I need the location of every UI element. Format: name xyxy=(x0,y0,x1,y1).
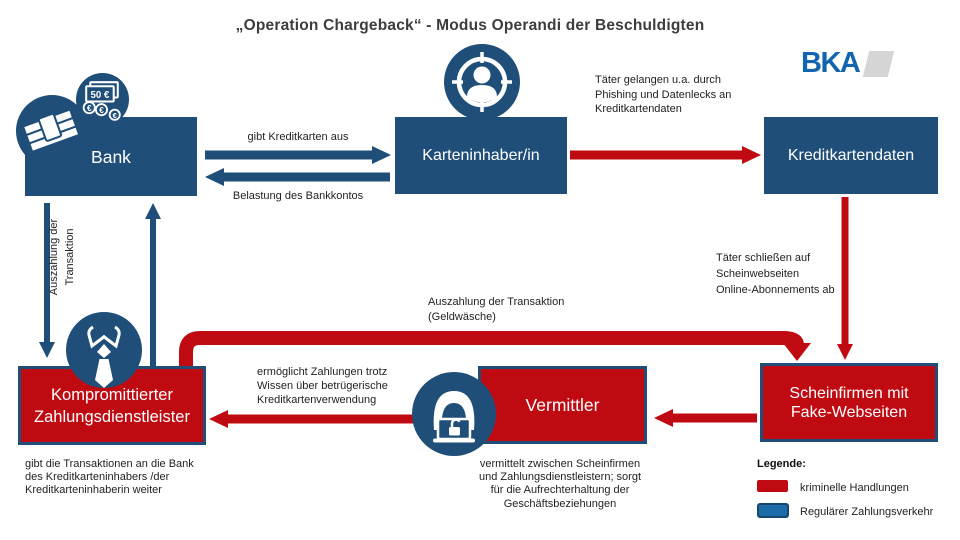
label-payout-laundering: Auszahlung der Transaktion (Geldwäsche) xyxy=(428,295,564,324)
euro-banknote-icon: 50 € € € € xyxy=(76,73,129,126)
hacker-laptop-icon xyxy=(412,372,496,456)
label-phishing-line2: Phishing und Datenlecks an xyxy=(595,88,732,101)
arrow-cardholder-to-bank xyxy=(205,168,390,186)
note-intermediary-line4: Geschäftsbeziehungen xyxy=(503,497,617,510)
target-person-icon xyxy=(444,44,520,120)
legend-label-regular: Regulärer Zahlungsverkehr xyxy=(800,506,934,518)
node-shell-companies: Scheinfirmen mit Fake-Webseiten xyxy=(760,363,938,442)
label-enables-line2: Wissen über betrügerische xyxy=(257,379,388,392)
label-subscriptions: Täter schließen auf Scheinwebseiten Onli… xyxy=(716,250,835,298)
legend-title: Legende: xyxy=(757,458,806,470)
label-account-debit: Belastung des Bankkontos xyxy=(232,190,364,202)
node-cardholder-label: Karteninhaber/in xyxy=(422,146,540,164)
node-cardholder: Karteninhaber/in xyxy=(395,117,567,194)
node-payment-provider-label-1: Kompromittierter xyxy=(51,385,173,404)
euro-coin-symbol: € xyxy=(99,106,104,115)
node-creditcard-data: Kreditkartendaten xyxy=(764,117,938,194)
arrow-carddata-to-shell xyxy=(837,197,853,360)
label-subscriptions-line2: Scheinwebseiten xyxy=(716,268,800,280)
node-intermediary: Vermittler xyxy=(478,366,647,444)
node-shell-companies-label-2: Fake-Webseiten xyxy=(790,403,908,421)
node-intermediary-label: Vermittler xyxy=(525,395,600,415)
node-shell-companies-label-1: Scheinfirmen mit xyxy=(789,384,909,402)
note-intermediary-line1: vermittelt zwischen Scheinfirmen xyxy=(479,458,641,470)
label-phishing-line1: Täter gelangen u.a. durch xyxy=(595,74,721,86)
bka-logo-flag-icon xyxy=(863,50,895,77)
note-provider-line1: gibt die Transaktionen an die Bank xyxy=(25,458,194,470)
label-phishing-line3: Kreditkartendaten xyxy=(595,103,682,115)
label-payout-vertical-line1: Auszahlung der xyxy=(48,218,60,296)
bka-logo: BKA xyxy=(801,47,895,79)
arrow-provider-payout-to-shell xyxy=(179,331,811,366)
legend-swatch-regular xyxy=(757,503,789,518)
label-subscriptions-line1: Täter schließen auf xyxy=(716,252,811,264)
label-enables-payments: ermöglicht Zahlungen trotz Wissen über b… xyxy=(257,366,388,407)
label-enables-line3: Kreditkartenverwendung xyxy=(257,393,377,406)
arrow-shell-to-intermediary xyxy=(654,409,757,427)
node-bank-label: Bank xyxy=(91,146,131,167)
note-intermediary: vermittelt zwischen Scheinfirmen und Zah… xyxy=(450,458,670,511)
node-payment-provider-label-2: Zahlungsdienstleister xyxy=(34,407,190,426)
banknote-value: 50 € xyxy=(91,90,110,101)
label-issues-cards: gibt Kreditkarten aus xyxy=(247,131,349,143)
label-payout-vertical-line2: Transaktion xyxy=(64,228,76,286)
label-payout-line2: (Geldwäsche) xyxy=(428,310,496,323)
legend-swatch-criminal xyxy=(757,480,788,492)
necktie-icon xyxy=(66,312,142,388)
node-creditcard-data-label: Kreditkartendaten xyxy=(787,146,915,164)
arrow-bank-to-cardholder xyxy=(205,146,391,164)
label-subscriptions-line3: Online-Abonnements ab xyxy=(716,284,835,296)
note-provider-line2: des Kreditkarteninhabers /der xyxy=(25,471,170,484)
note-intermediary-line3: für die Aufrechterhaltung der xyxy=(490,484,630,497)
label-enables-line1: ermöglicht Zahlungen trotz xyxy=(257,366,388,378)
note-provider-line3: Kreditkarteninhaberin weiter xyxy=(25,484,162,497)
arrow-provider-to-bank-up xyxy=(145,203,161,366)
note-payment-provider: gibt die Transaktionen an die Bank des K… xyxy=(25,458,194,498)
arrow-cardholder-to-carddata xyxy=(570,146,761,164)
bka-logo-text: BKA xyxy=(801,47,861,79)
page-title: „Operation Chargeback“ - Modus Operandi … xyxy=(235,17,705,34)
euro-coin-symbol: € xyxy=(113,111,118,120)
label-payout-vertical: Auszahlung der Transaktion xyxy=(46,202,80,312)
euro-coin-symbol: € xyxy=(87,104,92,113)
legend-label-criminal: kriminelle Handlungen xyxy=(800,482,909,494)
note-intermediary-line2: und Zahlungsdienstleistern; sorgt xyxy=(478,471,642,484)
label-phishing: Täter gelangen u.a. durch Phishing und D… xyxy=(595,73,731,117)
money-stack-icon xyxy=(16,95,88,167)
label-payout-line1: Auszahlung der Transaktion xyxy=(428,296,565,308)
